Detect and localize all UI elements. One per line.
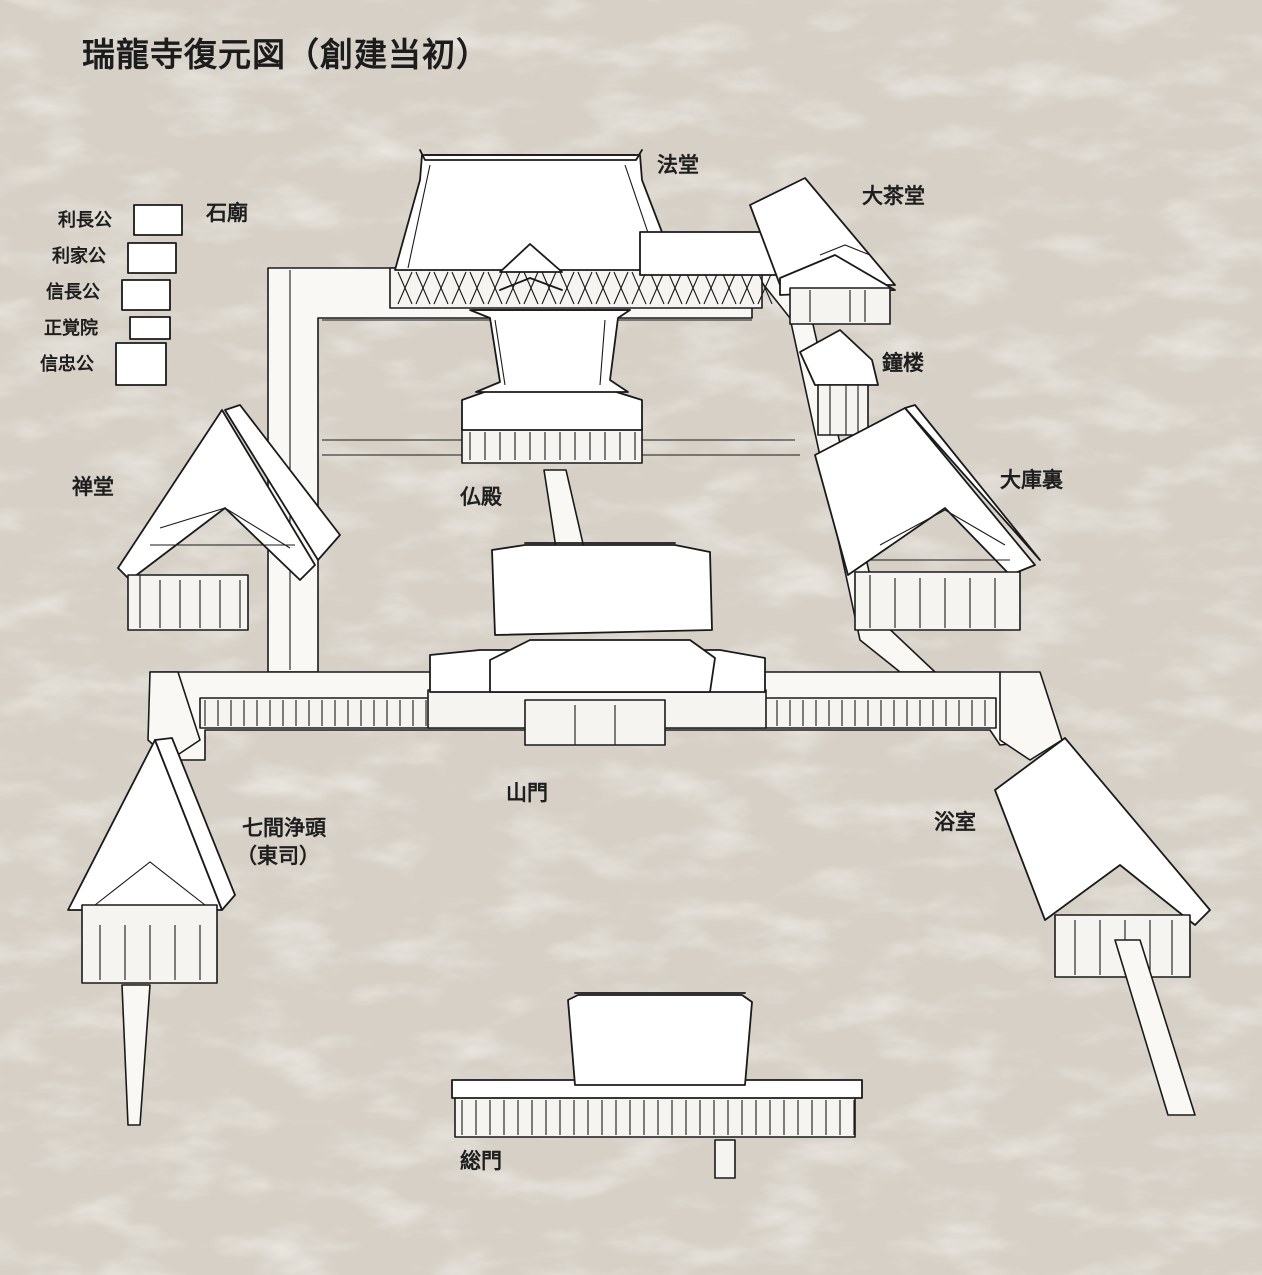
label-shogakuin: 正覚院 bbox=[44, 318, 98, 339]
label-shichiken-line2: （東司） bbox=[236, 844, 320, 868]
diagram-title: 瑞龍寺復元図（創建当初） bbox=[82, 35, 490, 74]
label-shichiken-line1: 七間浄頭 bbox=[242, 816, 326, 840]
shoro-building bbox=[799, 329, 879, 436]
label-nobutada: 信忠公 bbox=[40, 354, 94, 375]
sekibyo-group bbox=[115, 204, 183, 386]
zendo-building bbox=[117, 404, 341, 631]
label-zendo: 禅堂 bbox=[72, 475, 114, 499]
label-yokushitsu: 浴室 bbox=[934, 810, 976, 834]
label-daikuri: 大庫裏 bbox=[1000, 468, 1063, 492]
label-shoro: 鐘楼 bbox=[882, 351, 924, 375]
label-butsuden: 仏殿 bbox=[460, 485, 502, 509]
label-somon: 総門 bbox=[460, 1149, 502, 1173]
label-sekibyo: 石廟 bbox=[206, 201, 248, 225]
label-sanmon: 山門 bbox=[506, 781, 548, 805]
yokushitsu-building bbox=[994, 737, 1211, 1116]
daichado-building bbox=[639, 177, 896, 325]
label-daichado: 大茶堂 bbox=[862, 184, 925, 208]
label-toshinaga: 利長公 bbox=[58, 210, 112, 231]
corridor-center-link bbox=[543, 469, 585, 549]
label-hatto: 法堂 bbox=[657, 153, 699, 177]
label-nobunaga: 信長公 bbox=[46, 282, 100, 303]
label-toshiie: 利家公 bbox=[52, 246, 106, 267]
somon-building bbox=[451, 992, 863, 1179]
shichiken-building bbox=[67, 737, 236, 1126]
daikuri-building bbox=[814, 404, 1041, 631]
hatto-building bbox=[389, 149, 773, 309]
sanmon-building bbox=[427, 542, 767, 746]
butsuden-building bbox=[461, 309, 643, 464]
